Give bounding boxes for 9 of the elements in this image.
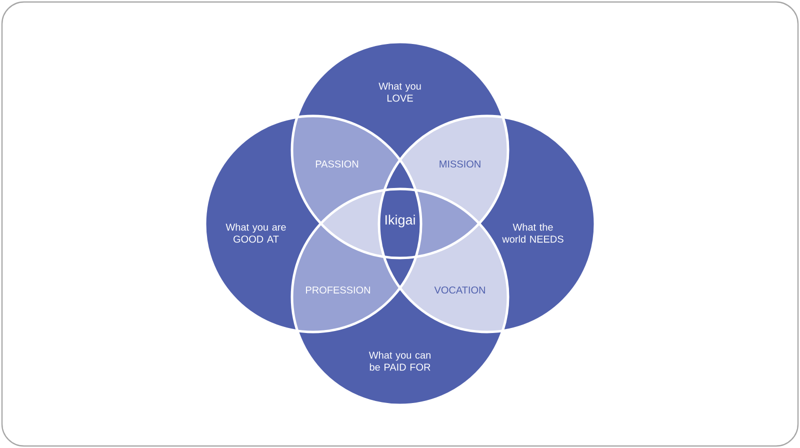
overlap-label: MISSION <box>440 160 480 168</box>
region-label: What you LOVE <box>378 82 421 102</box>
region-label: What you are GOOD AT <box>226 223 286 243</box>
overlap-label: PASSION <box>316 160 358 168</box>
region-label: What the world NEEDS <box>502 223 564 243</box>
overlap-label: PROFESSION <box>306 286 370 294</box>
region-label: What you can be PAID FOR <box>368 351 430 371</box>
center-label: Ikigai <box>385 214 415 228</box>
overlap-label: VOCATION <box>434 286 485 294</box>
